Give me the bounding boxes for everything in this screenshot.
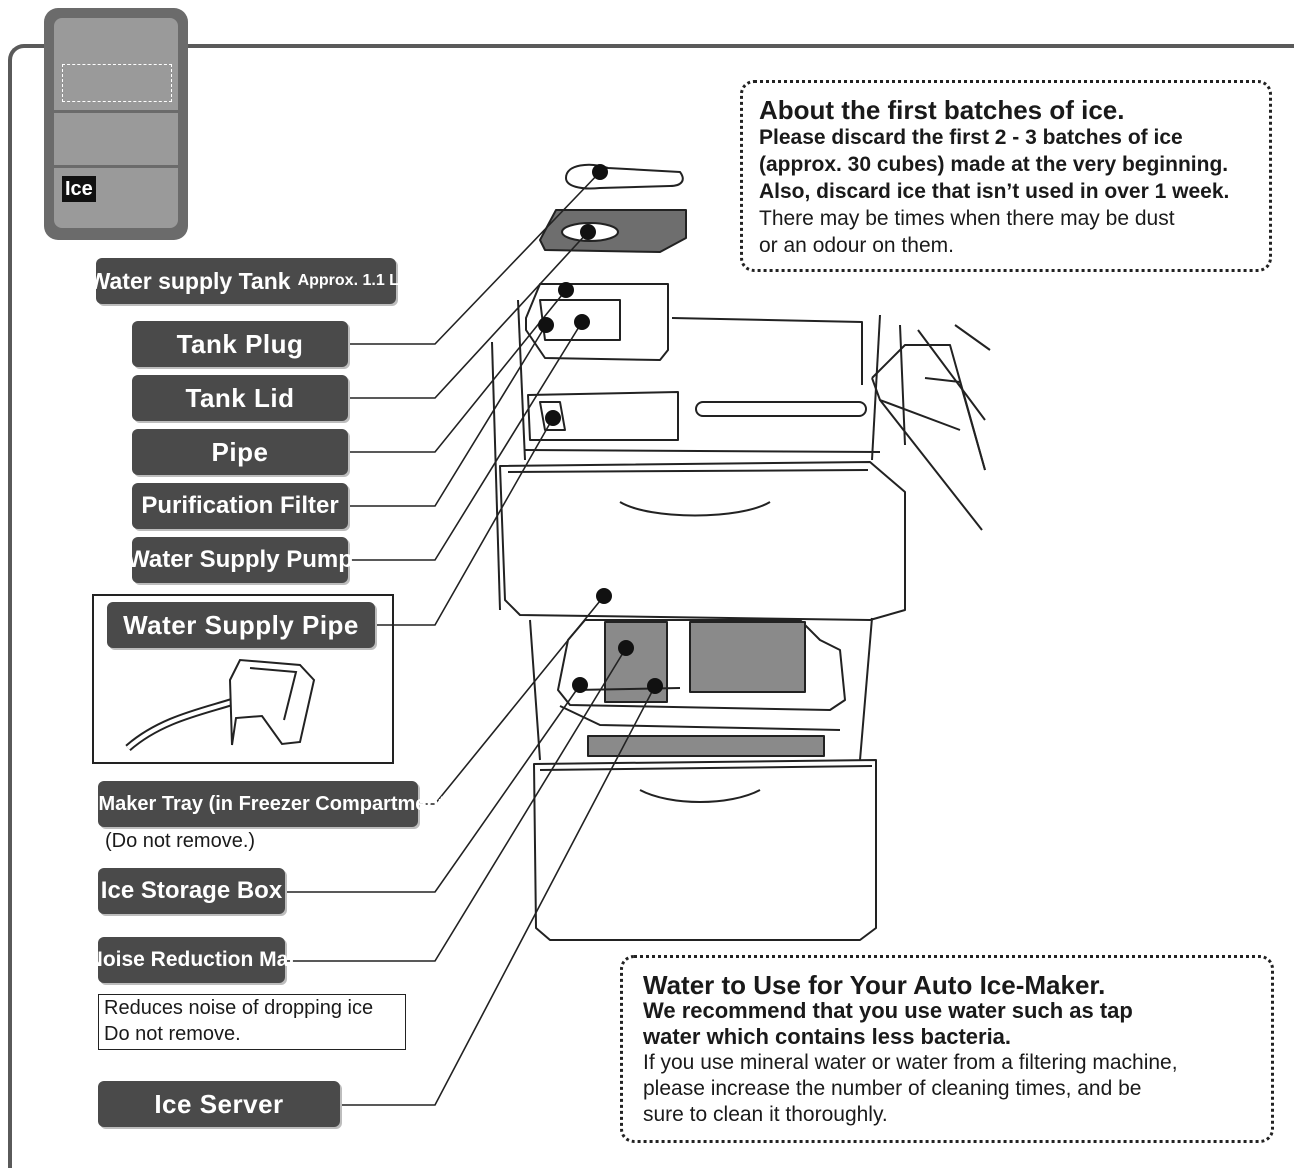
water-to-use-bold-line2: water which contains less bacteria. (643, 1024, 1012, 1049)
label-ice-server: Ice Server (98, 1081, 340, 1127)
water-to-use-note: Water to Use for Your Auto Ice-Maker. We… (620, 955, 1274, 1143)
outline-frame (8, 44, 1294, 1168)
water-supply-tank-capacity: Approx. 1.1 L. (297, 272, 404, 289)
first-batches-normal-line1: There may be times when there may be dus… (759, 207, 1175, 230)
label-water-supply-pipe: Water Supply Pipe (107, 602, 375, 648)
upper-back-shelf (671, 317, 863, 385)
water-supply-tank-text: Water supply Tank (88, 267, 291, 294)
water-supply-pipe-box (92, 594, 394, 764)
first-batches-bold-line2: (approx. 30 cubes) made at the very begi… (759, 153, 1229, 176)
first-batches-note: About the first batches of ice. Please d… (740, 80, 1272, 272)
shelf-slot (695, 401, 867, 417)
lower-drawer-drawing (533, 759, 877, 941)
noise-reduction-mat-drawing (587, 735, 825, 757)
label-ice-maker-tray: Ice-Maker Tray (in Freezer Compartment) (64, 781, 452, 827)
noise-reduction-mat-note: Reduces noise of dropping ice Do not rem… (98, 994, 406, 1050)
label-pipe: Pipe (132, 429, 348, 475)
label-tank-plug: Tank Plug (132, 321, 348, 367)
first-batches-normal-line2: or an odour on them. (759, 234, 954, 257)
water-to-use-normal-line3: sure to clean it thoroughly. (643, 1103, 888, 1126)
upper-left-wall (491, 341, 501, 611)
label-noise-reduction-mat: Noise Reduction Mat (88, 937, 295, 983)
label-water-supply-tank: Water supply Tank Approx. 1.1 L. (89, 258, 403, 304)
ice-maker-tray-note: (Do not remove.) (105, 830, 256, 852)
water-to-use-bold-line1: We recommend that you use water such as … (643, 998, 1133, 1023)
upper-inner-wall (517, 299, 526, 461)
water-to-use-title: Water to Use for Your Auto Ice-Maker. (643, 970, 1106, 1000)
label-ice-storage-box: Ice Storage Box (98, 868, 285, 914)
first-batches-bold-line1: Please discard the first 2 - 3 batches o… (759, 126, 1183, 149)
fridge-icon-label: Ice (62, 176, 96, 202)
first-batches-bold-line3: Also, discard ice that isn’t used in ove… (759, 180, 1230, 203)
water-to-use-normal-line2: please increase the number of cleaning t… (643, 1077, 1142, 1100)
label-water-supply-pump: Water Supply Pump (127, 537, 353, 583)
label-tank-lid: Tank Lid (132, 375, 348, 421)
upper-drawer-drawing (499, 461, 906, 621)
tank-plug-drawing (565, 163, 684, 190)
label-purification-filter: Purification Filter (132, 483, 348, 529)
water-to-use-normal-line1: If you use mineral water or water from a… (643, 1051, 1178, 1074)
fridge-icon-middle-drawer (54, 113, 178, 165)
fridge-icon-ice-area (62, 64, 172, 102)
first-batches-title: About the first batches of ice. (759, 95, 1125, 125)
noise-mat-note-line1: Reduces noise of dropping ice (104, 997, 374, 1019)
noise-mat-note-line2: Do not remove. (104, 1023, 241, 1045)
